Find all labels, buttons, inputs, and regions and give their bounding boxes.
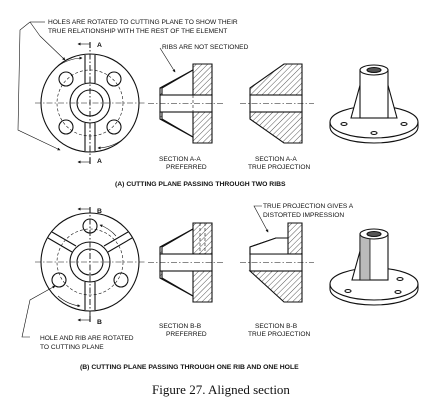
pictorial-view-b xyxy=(329,228,419,306)
section-a-true xyxy=(240,63,314,144)
true-projection-leader xyxy=(253,205,269,233)
section-a-preferred-label-2: PREFERRED xyxy=(166,164,207,171)
section-a-preferred xyxy=(148,63,224,144)
front-view-b: B B xyxy=(35,207,146,326)
plane-label-b-bottom: B xyxy=(97,319,102,326)
section-b-true-label-2: TRUE PROJECTION xyxy=(248,331,311,338)
panel-a: HOLES ARE ROTATED TO CUTTING PLANE TO SH… xyxy=(17,19,419,188)
plane-label-a-top: A xyxy=(97,42,102,49)
ribs-note-leader xyxy=(159,47,176,73)
note-holes-rotated-line2: TRUE RELATIONSHIP WITH THE REST OF THE E… xyxy=(48,28,227,35)
section-b-true xyxy=(240,222,314,303)
note-holes-rotated-line1: HOLES ARE ROTATED TO CUTTING PLANE TO SH… xyxy=(48,19,238,26)
section-a-true-label-1: SECTION A-A xyxy=(255,156,297,163)
note-hole-rib-line2: TO CUTTING PLANE xyxy=(40,344,104,351)
note-true-projection-line2: DISTORTED IMPRESSION xyxy=(263,212,344,219)
panel-b: TRUE PROJECTION GIVES A DISTORTED IMPRES… xyxy=(21,203,419,371)
holes-note-leader xyxy=(17,21,66,151)
section-b-preferred-label-2: PREFERRED xyxy=(166,331,207,338)
plane-label-b-top: B xyxy=(97,208,102,215)
section-b-preferred xyxy=(148,222,224,303)
section-a-preferred-label-1: SECTION A-A xyxy=(159,156,201,163)
section-b-true-label-1: SECTION B-B xyxy=(255,323,298,330)
pictorial-view-a xyxy=(329,64,419,144)
section-a-true-label-2: TRUE PROJECTION xyxy=(248,164,311,171)
hole-rib-leader xyxy=(21,285,56,338)
note-ribs-not-sectioned: RIBS ARE NOT SECTIONED xyxy=(162,44,249,51)
note-hole-rib-line1: HOLE AND RIB ARE ROTATED xyxy=(40,335,134,342)
panel-b-caption: (B) CUTTING PLANE PASSING THROUGH ONE RI… xyxy=(80,364,299,371)
section-b-preferred-label-1: SECTION B-B xyxy=(159,323,202,330)
panel-a-caption: (A) CUTTING PLANE PASSING THROUGH TWO RI… xyxy=(115,181,286,188)
plane-label-a-bottom: A xyxy=(97,158,102,165)
figure-caption: Figure 27. Aligned section xyxy=(152,382,290,397)
front-view-a: A A xyxy=(35,42,146,165)
note-true-projection-line1: TRUE PROJECTION GIVES A xyxy=(263,203,354,210)
